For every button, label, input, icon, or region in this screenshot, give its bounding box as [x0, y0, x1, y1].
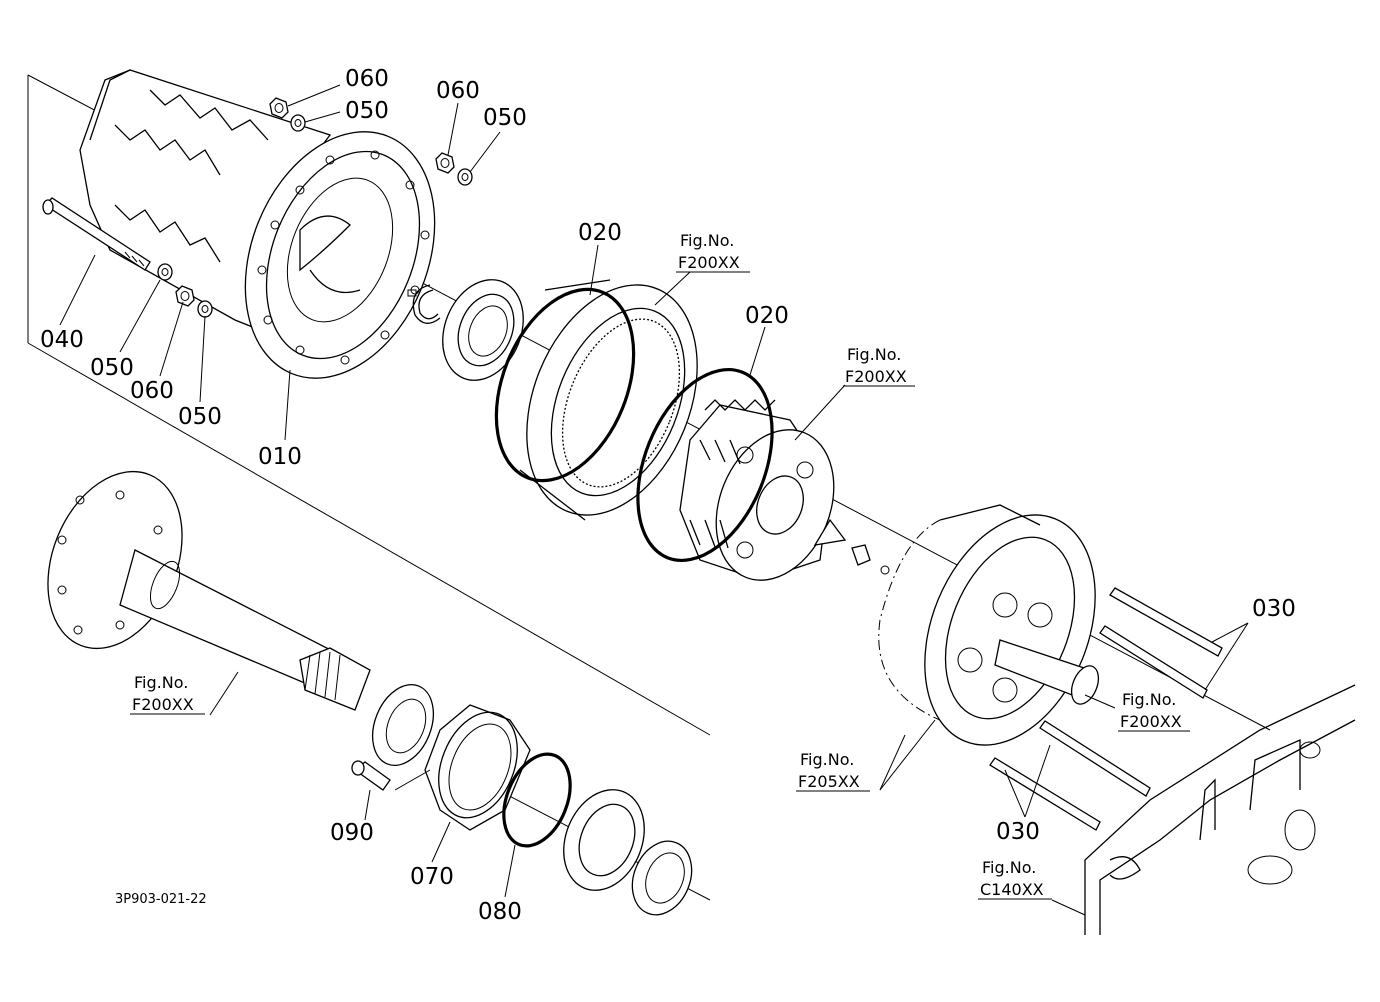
seal-housing-070[interactable] [424, 701, 532, 831]
o-ring-080[interactable] [491, 744, 583, 855]
label-070: 070 [410, 864, 454, 890]
bolt-090[interactable] [351, 760, 391, 791]
planet-carrier [679, 399, 835, 581]
snap-ring [407, 284, 441, 324]
stud-030-group-lower[interactable] [989, 720, 1151, 831]
stud-030-group-upper[interactable] [1099, 587, 1223, 699]
svg-text:F200XX: F200XX [678, 253, 740, 272]
leader-lines [59, 84, 1249, 916]
svg-text:Fig.No.: Fig.No. [847, 345, 901, 364]
label-060: 060 [436, 78, 480, 104]
o-ring-020-small[interactable] [612, 350, 798, 580]
nut-060-left[interactable] [175, 285, 195, 307]
axle-shaft [47, 470, 371, 711]
label-040: 040 [40, 327, 84, 353]
svg-text:C140XX: C140XX [980, 880, 1044, 899]
svg-text:Fig.No.: Fig.No. [680, 231, 734, 250]
housing-010[interactable] [79, 69, 470, 407]
figure-ref-3[interactable]: Fig.No. F200XX [130, 673, 205, 715]
bearing-lower [563, 789, 645, 891]
svg-text:Fig.No.: Fig.No. [800, 750, 854, 769]
transmission-case [1084, 684, 1356, 935]
part-number-labels: 060 050 060 050 040 050 060 050 010 020 … [40, 66, 1296, 925]
nut-060-top-left[interactable] [269, 97, 289, 119]
label-050: 050 [178, 404, 222, 430]
ring-gear [519, 279, 698, 521]
figure-ref-2[interactable]: Fig.No. F200XX [843, 345, 915, 387]
bearing-upper [442, 279, 524, 381]
label-010: 010 [258, 444, 302, 470]
o-ring-020-large[interactable] [470, 269, 660, 501]
hub-case [878, 504, 1100, 746]
flange-bolt-holes [257, 150, 430, 365]
svg-text:F205XX: F205XX [798, 772, 860, 791]
label-020: 020 [578, 220, 622, 246]
bearing-cone [631, 840, 693, 916]
washer-050-left-upper[interactable] [157, 263, 173, 281]
washer-050-left-lower[interactable] [197, 300, 213, 318]
washer-050-top-left[interactable] [290, 114, 306, 132]
bolt-040[interactable] [42, 197, 151, 271]
washer-050-top-right[interactable] [457, 168, 473, 186]
svg-text:Fig.No.: Fig.No. [982, 858, 1036, 877]
label-060: 060 [345, 66, 389, 92]
svg-text:F200XX: F200XX [132, 695, 194, 714]
label-050: 050 [90, 355, 134, 381]
seal-ring [371, 684, 435, 766]
label-030: 030 [1252, 596, 1296, 622]
lock-plate [813, 518, 890, 575]
figure-ref-1[interactable]: Fig.No. F200XX [676, 231, 750, 273]
label-080: 080 [478, 899, 522, 925]
label-050: 050 [345, 98, 389, 124]
svg-text:Fig.No.: Fig.No. [134, 673, 188, 692]
label-090: 090 [330, 820, 374, 846]
svg-text:F200XX: F200XX [845, 367, 907, 386]
figure-ref-4[interactable]: Fig.No. F200XX [1118, 690, 1190, 732]
label-050: 050 [483, 105, 527, 131]
figure-ref-6[interactable]: Fig.No. C140XX [978, 858, 1052, 900]
label-030: 030 [996, 819, 1040, 845]
nut-060-top-right[interactable] [435, 152, 455, 174]
figure-ref-5[interactable]: Fig.No. F205XX [796, 750, 870, 792]
drawing-id: 3P903-021-22 [115, 892, 207, 907]
label-020: 020 [745, 303, 789, 329]
svg-text:F200XX: F200XX [1120, 712, 1182, 731]
svg-text:Fig.No.: Fig.No. [1122, 690, 1176, 709]
label-060: 060 [130, 378, 174, 404]
